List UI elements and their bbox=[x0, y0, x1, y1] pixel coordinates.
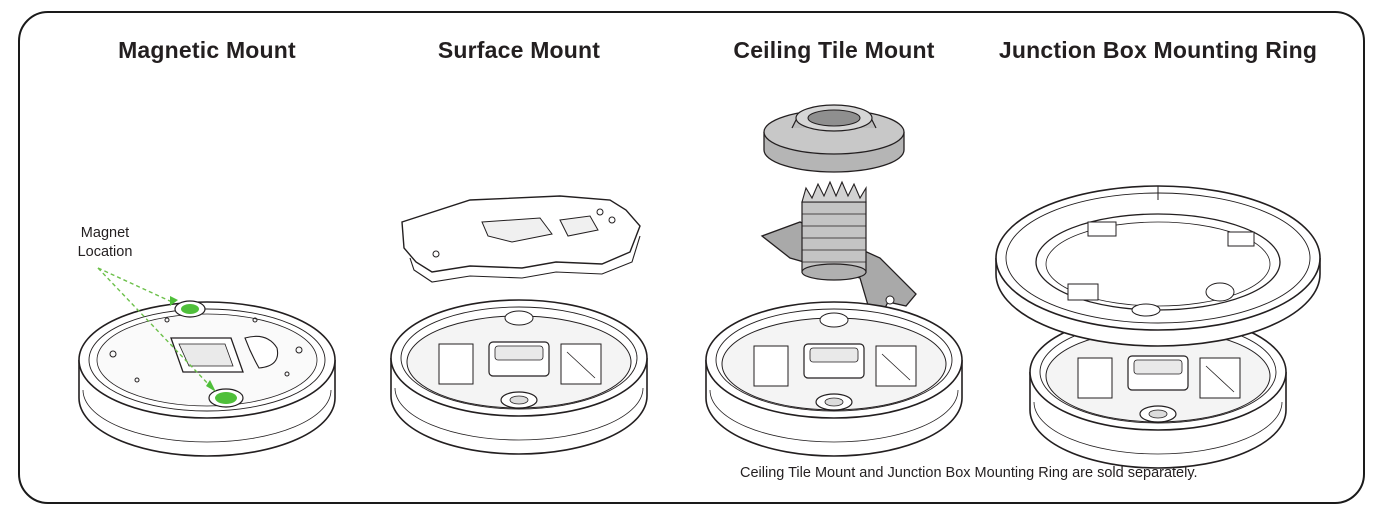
magnet-top-green bbox=[181, 304, 199, 314]
surface-mount-base bbox=[390, 299, 648, 455]
magnetic-mount-base bbox=[78, 301, 336, 457]
title-ceiling-tile-mount: Ceiling Tile Mount bbox=[733, 37, 935, 63]
callout-line-1: Magnet bbox=[80, 225, 130, 241]
ceiling-tile-nut bbox=[763, 104, 905, 173]
title-surface-mount: Surface Mount bbox=[437, 37, 601, 63]
title-magnetic-mount: Magnetic Mount bbox=[118, 37, 296, 63]
ceiling-tile-threaded-post bbox=[801, 180, 867, 281]
leader-arrow-top bbox=[170, 296, 178, 306]
diagram-frame bbox=[18, 11, 1365, 504]
surface-mount-plate bbox=[401, 195, 641, 283]
leader-line-top bbox=[97, 267, 173, 303]
junction-box-ring bbox=[995, 185, 1321, 347]
callout-line-2: Location bbox=[77, 244, 133, 260]
leader-arrow-bottom bbox=[206, 380, 216, 392]
magnet-bottom-green bbox=[215, 392, 237, 404]
magnet-location-callout: Magnet Location bbox=[78, 224, 133, 262]
title-junction-box-ring: Junction Box Mounting Ring bbox=[998, 37, 1318, 63]
footnote-sold-separately: Ceiling Tile Mount and Junction Box Moun… bbox=[740, 465, 1198, 481]
ceiling-tile-base bbox=[705, 301, 963, 457]
